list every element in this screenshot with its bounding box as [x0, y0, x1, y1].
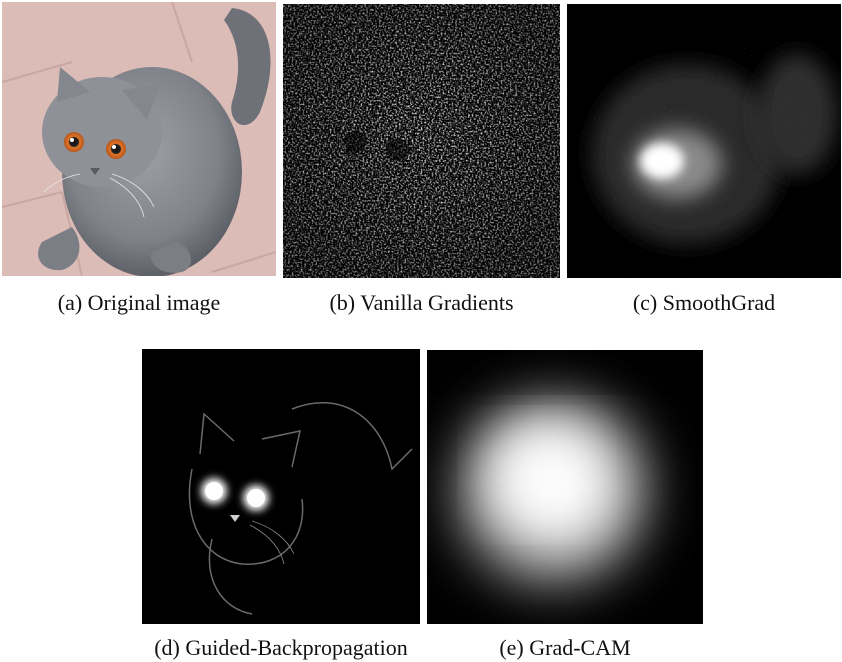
eye-shadow [344, 131, 366, 153]
cat-whiskers [43, 173, 155, 218]
grad-cam-heatmap [427, 350, 703, 624]
original-image-panel [2, 2, 276, 276]
cat-eye [64, 132, 84, 152]
caption-vanilla-gradients: (b) Vanilla Gradients [329, 290, 514, 315]
vanilla-gradients-panel [283, 4, 560, 278]
cat-eye [106, 139, 126, 159]
eye-highlight [70, 138, 74, 142]
cat-head [42, 77, 162, 187]
cam-top-fade [427, 350, 703, 380]
caption-smoothgrad: (c) SmoothGrad [632, 290, 776, 315]
smoothgrad-map [567, 4, 841, 278]
guided-backprop-panel [142, 349, 420, 624]
eye-activation-core [247, 489, 265, 507]
cam-peak-secondary [497, 440, 577, 510]
eye-activation-core [205, 482, 223, 500]
smoothgrad-panel [567, 4, 841, 278]
cat-edge-outline [188, 402, 413, 615]
cat-photo [2, 2, 276, 276]
backprop-noise [142, 349, 420, 624]
cat-ear [122, 84, 160, 120]
whisker-edges [249, 520, 295, 565]
nose-edge [230, 515, 240, 522]
caption-grad-cam: (e) Grad-CAM [499, 635, 631, 660]
eye-shadow [386, 139, 408, 161]
cat-leg [38, 227, 80, 271]
cat-nose [90, 168, 100, 175]
eye-highlight [112, 145, 116, 149]
cat-ear [57, 67, 90, 102]
caption-original-image: (a) Original image [57, 290, 221, 315]
guided-backprop-map [142, 349, 420, 624]
vanilla-gradients-map [283, 4, 560, 278]
caption-guided-backpropagation: (d) Guided-Backpropagation [154, 635, 408, 660]
vignette [283, 4, 560, 278]
cat-leg [151, 242, 192, 273]
grad-cam-panel [427, 350, 703, 624]
cat-tail [224, 8, 271, 126]
smooth-noise [567, 4, 841, 278]
